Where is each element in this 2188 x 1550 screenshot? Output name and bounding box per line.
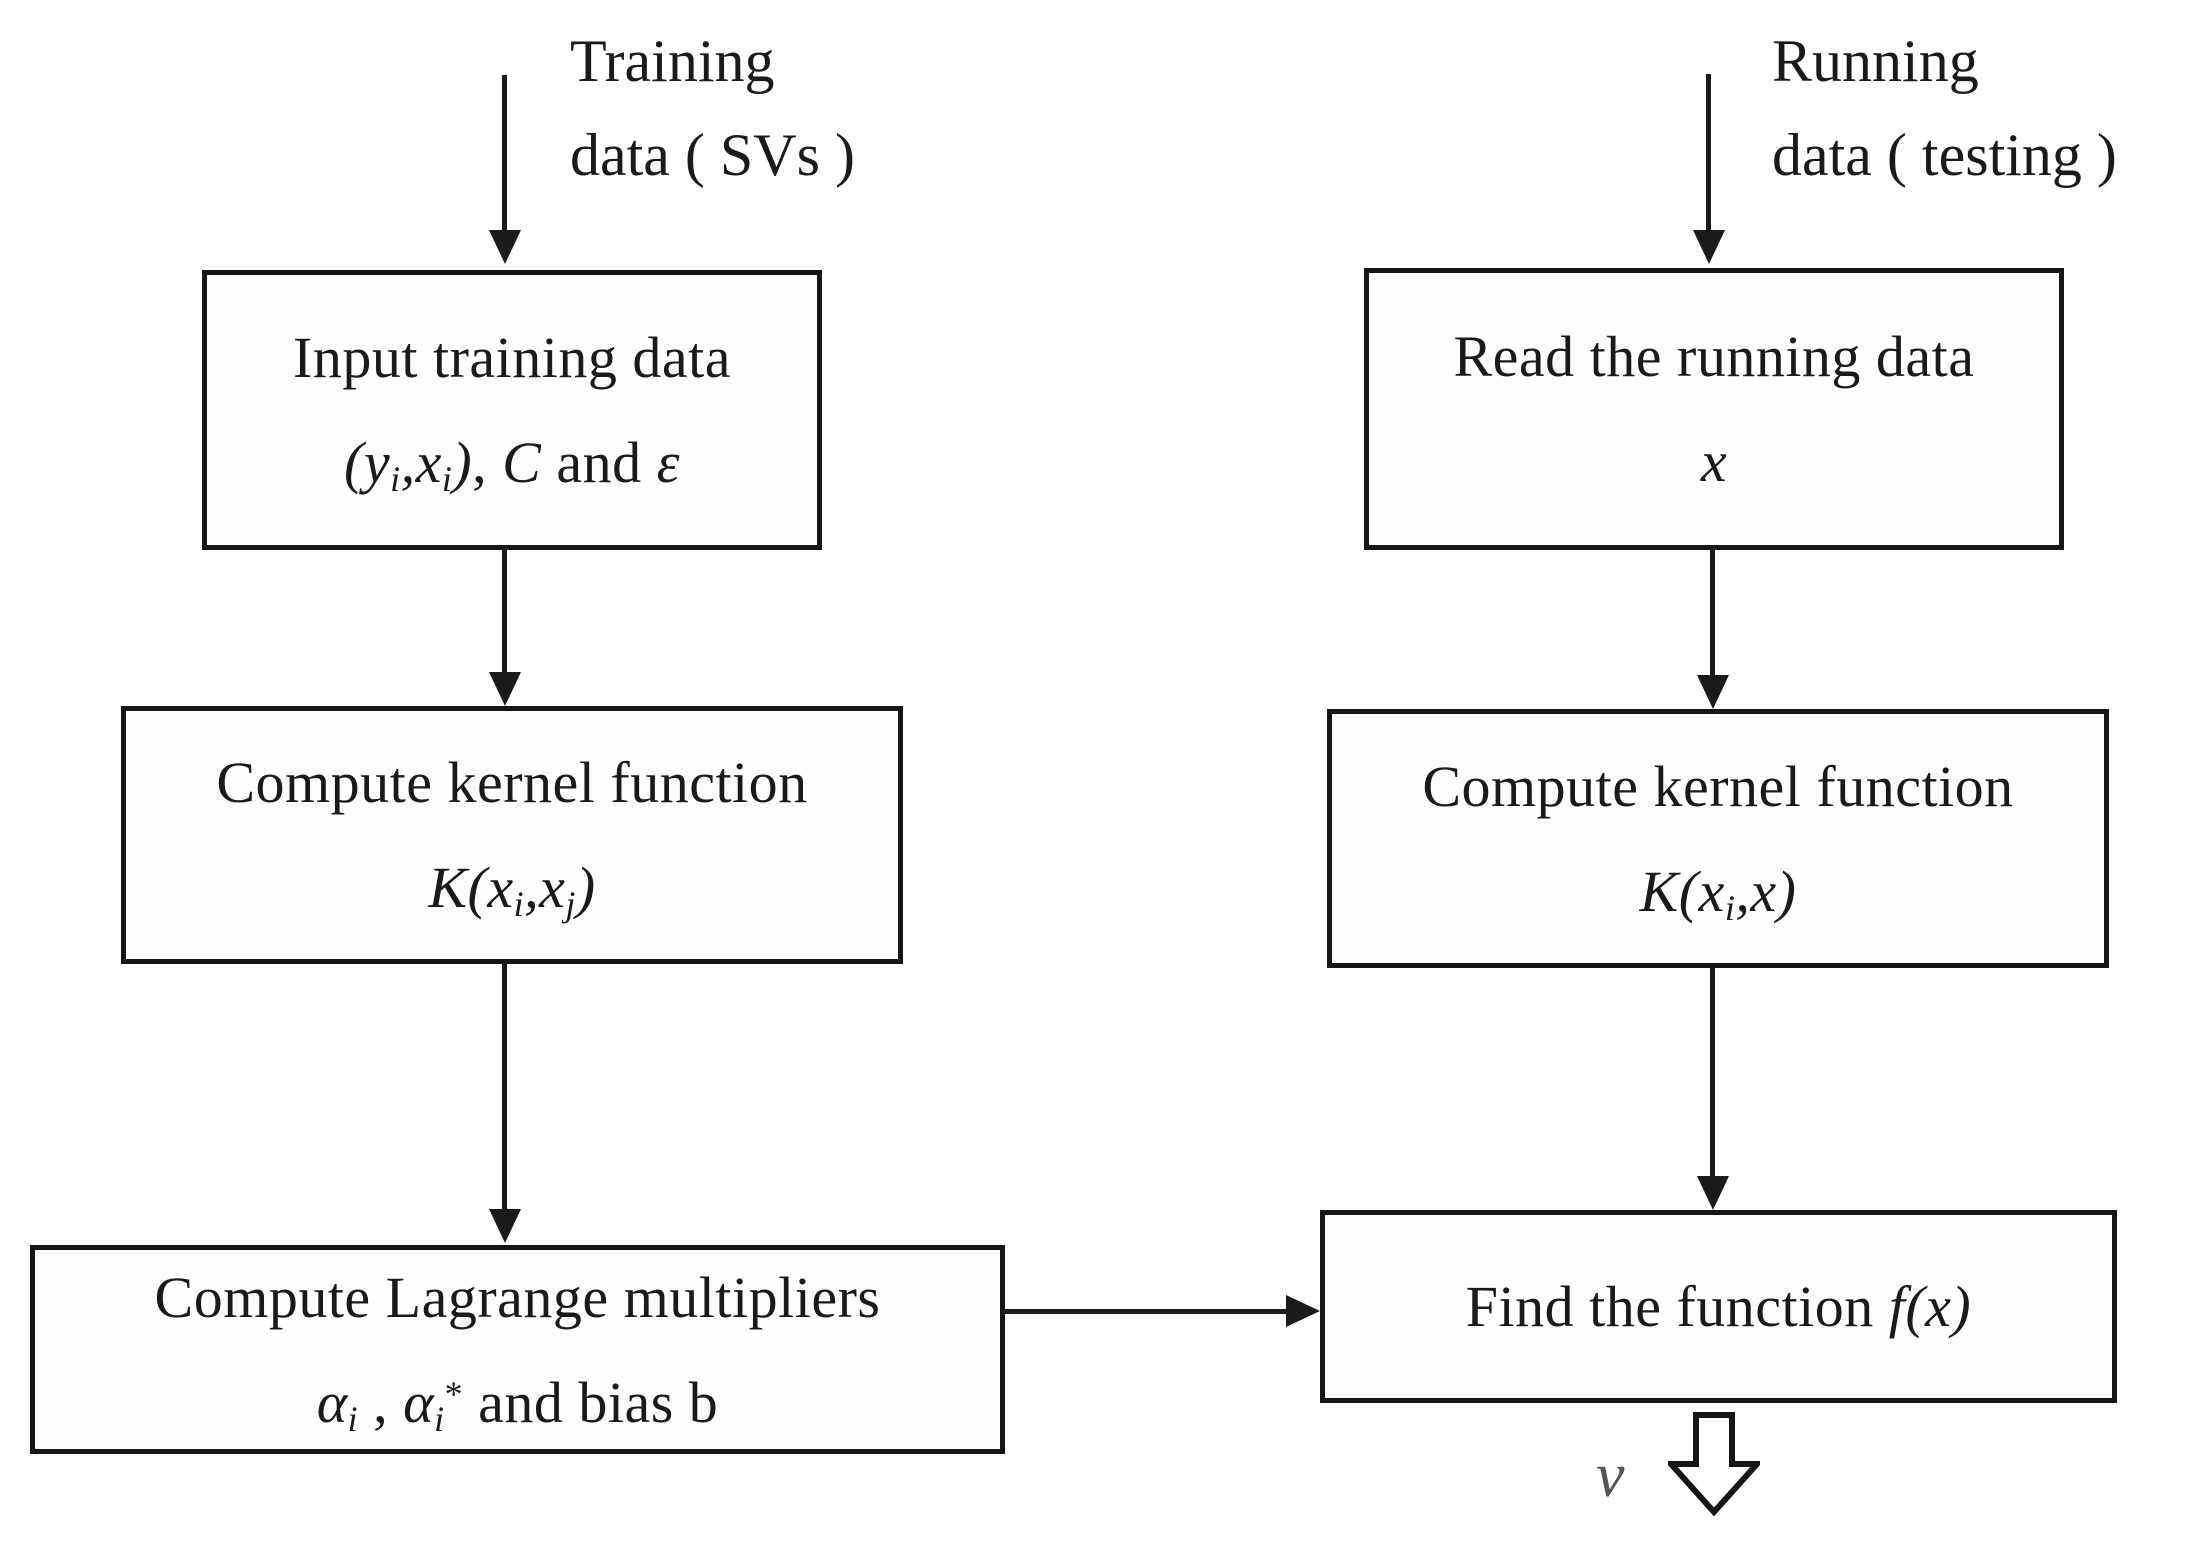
training-data-label-line1: Training (570, 28, 775, 94)
compute-kernel-training-box: Compute kernel function K(xi,xj) (121, 706, 903, 964)
right-arrow-1-head-icon (1697, 675, 1729, 709)
compute-kernel-running-text: Compute kernel function (1422, 753, 2014, 819)
compute-lagrange-text: Compute Lagrange multipliers (154, 1264, 881, 1330)
read-running-data-text: Read the running data (1453, 324, 1975, 389)
lagrange-to-find-arrow-line (1000, 1309, 1288, 1314)
running-arrow-line (1706, 74, 1711, 232)
training-arrowhead-icon (489, 230, 521, 264)
input-training-data-box: Input training data (yi,xi), C and ε (202, 270, 822, 550)
compute-lagrange-box: Compute Lagrange multipliers αi , αi* an… (30, 1245, 1005, 1454)
training-data-label-line2: data ( SVs ) (570, 122, 855, 188)
right-arrow-2-head-icon (1697, 1176, 1729, 1210)
lagrange-to-find-arrowhead-icon (1286, 1295, 1320, 1327)
input-training-data-formula: (yi,xi), C and ε (344, 430, 680, 499)
nu-output-symbol: ν (1596, 1439, 1625, 1510)
training-data-label: Training data ( SVs ) (570, 14, 855, 202)
running-data-label-line2: data ( testing ) (1772, 122, 2117, 188)
left-arrow-2-line (502, 964, 507, 1211)
read-running-data-formula: x (1700, 429, 1728, 494)
right-arrow-1-line (1710, 550, 1715, 677)
right-arrow-2-line (1710, 968, 1715, 1178)
compute-kernel-running-box: Compute kernel function K(xi,x) (1327, 709, 2109, 968)
left-arrow-1-head-icon (489, 672, 521, 706)
compute-kernel-training-text: Compute kernel function (216, 750, 808, 815)
left-arrow-1-line (502, 550, 507, 674)
find-function-formula: Find the function f(x) (1465, 1274, 1972, 1339)
compute-lagrange-formula: αi , αi* and bias b (316, 1369, 719, 1439)
running-arrowhead-icon (1693, 230, 1725, 264)
running-data-label-line1: Running (1772, 28, 1979, 94)
training-arrow-line (502, 75, 507, 231)
compute-kernel-training-formula: K(xi,xj) (428, 855, 596, 924)
output-block-arrow-icon (1668, 1412, 1760, 1516)
left-arrow-2-head-icon (489, 1209, 521, 1243)
input-training-data-text: Input training data (293, 325, 731, 390)
running-data-label: Running data ( testing ) (1772, 14, 2117, 202)
read-running-data-box: Read the running data x (1364, 268, 2064, 550)
compute-kernel-running-formula: K(xi,x) (1639, 858, 1797, 928)
find-function-box: Find the function f(x) (1320, 1210, 2117, 1403)
